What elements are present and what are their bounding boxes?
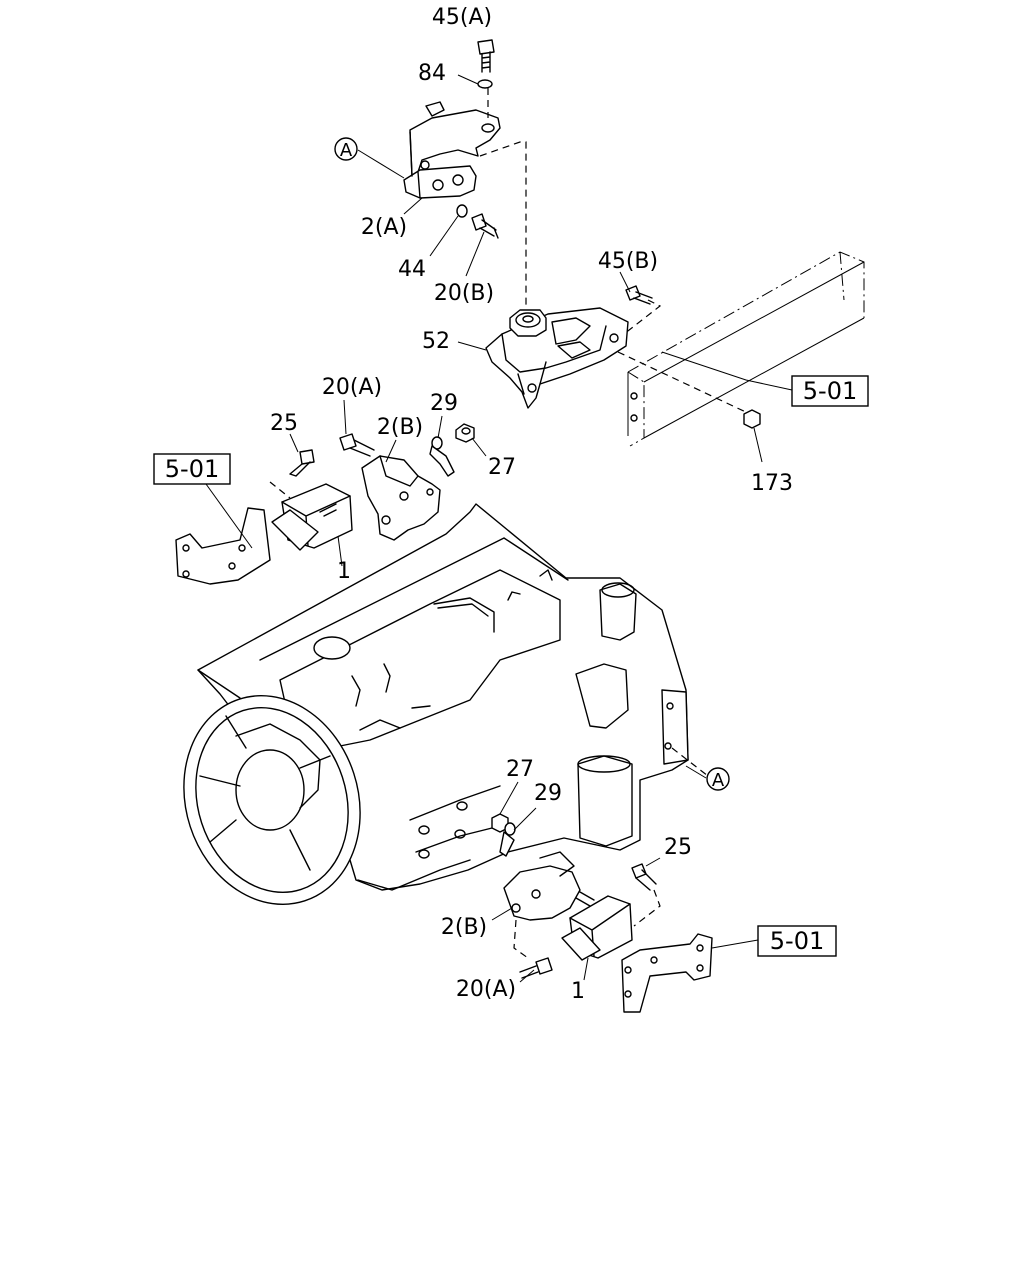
ref-box-right[interactable] [791, 375, 869, 407]
rubber-mount-1-lower [561, 891, 633, 961]
cooling-fan [183, 695, 361, 905]
assembly-line-173 [617, 351, 751, 415]
clip-29-upper [429, 436, 455, 477]
label-29-top: 29 [430, 391, 458, 416]
washer-44 [456, 204, 468, 218]
label-45b: 45(B) [598, 249, 658, 274]
assembly-line-45b [623, 299, 662, 335]
label-52: 52 [422, 329, 450, 354]
label-2a: 2(A) [361, 215, 407, 240]
ref-box-bottom[interactable] [757, 925, 837, 957]
washer-84 [477, 79, 493, 89]
bracket-2b-lower [503, 851, 581, 921]
ref-box-left[interactable] [153, 453, 231, 485]
label-20a-bottom: 20(A) [456, 977, 516, 1002]
ref-box-left-label: 5-01 [165, 455, 219, 483]
label-1-bottom: 1 [571, 979, 585, 1004]
bracket-2a [403, 101, 501, 199]
frame-bracket-right [621, 933, 713, 1013]
circle-a-top-label: A [340, 140, 353, 161]
nut-173 [743, 409, 761, 429]
label-29-bottom: 29 [534, 781, 562, 806]
label-20b: 20(B) [434, 281, 494, 306]
label-2b-top: 2(B) [377, 415, 423, 440]
bolt-25-upper [289, 449, 315, 477]
reference-line-a-right [671, 747, 709, 777]
ref-box-bottom-label: 5-01 [770, 927, 824, 955]
label-44: 44 [398, 257, 426, 282]
ref-box-right-label: 5-01 [803, 377, 857, 405]
bolt-45b [625, 285, 653, 305]
bolt-45a [477, 39, 495, 73]
rubber-mount-1-upper [271, 483, 353, 551]
frame-bracket-left [175, 507, 271, 585]
circle-a-right-marker [706, 767, 730, 791]
label-25-bottom: 25 [664, 835, 692, 860]
leader-lines [205, 74, 793, 983]
label-20a-top: 20(A) [322, 375, 382, 400]
nut-27-upper [455, 423, 475, 443]
bolt-25-lower [631, 863, 657, 891]
clip-29-lower [499, 822, 516, 857]
bolt-20a-upper [339, 433, 375, 457]
label-173: 173 [751, 471, 793, 496]
assembly-line-20a-lower [513, 919, 529, 959]
assembly-line-25-upper [269, 481, 291, 499]
circle-a-top-marker [334, 137, 358, 161]
label-45a: 45(A) [432, 5, 492, 30]
label-1-top: 1 [337, 559, 351, 584]
bolt-20b [471, 213, 499, 239]
label-27-bottom: 27 [506, 757, 534, 782]
label-84: 84 [418, 61, 446, 86]
mount-52 [485, 307, 629, 409]
frame-rail [627, 251, 865, 447]
bolt-20a-lower [519, 957, 553, 979]
label-25-top: 25 [270, 411, 298, 436]
label-27-top: 27 [488, 455, 516, 480]
bracket-2b-upper [361, 455, 441, 541]
label-2b-bottom: 2(B) [441, 915, 487, 940]
assembly-line-top [479, 88, 527, 312]
circle-a-right-label: A [712, 770, 725, 791]
assembly-line-25-lower [633, 889, 661, 927]
